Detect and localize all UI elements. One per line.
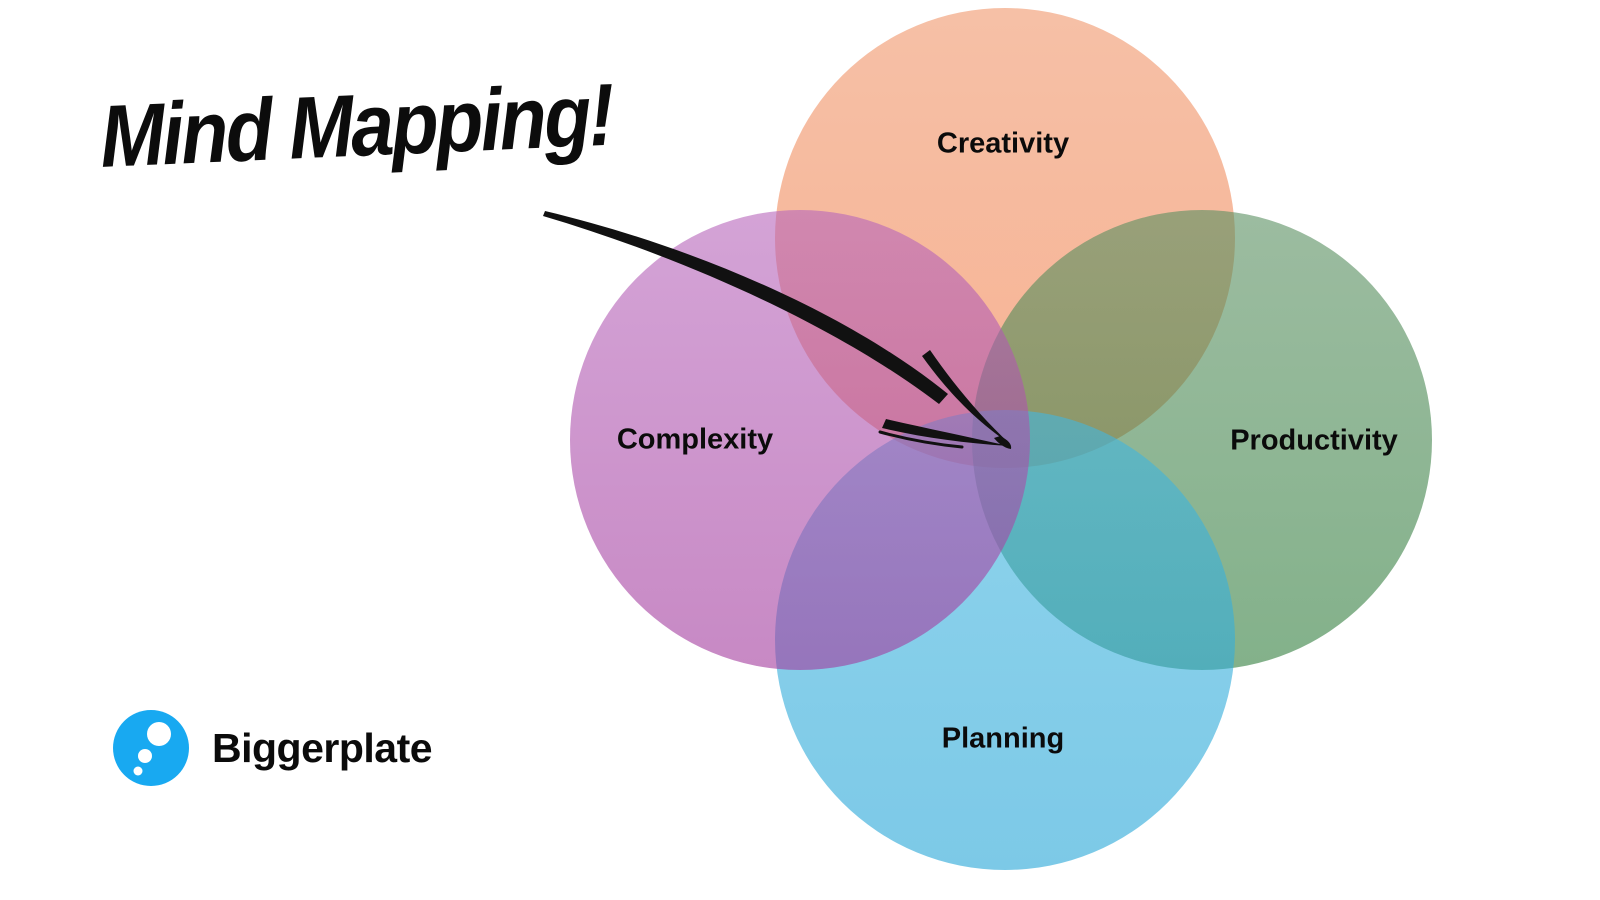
venn-label-productivity: Productivity [1230, 424, 1398, 457]
venn-label-complexity: Complexity [616, 423, 774, 456]
brand-logo: Biggerplate [112, 708, 433, 788]
biggerplate-logo-icon [113, 710, 189, 786]
logo-dot-large [147, 722, 171, 746]
brand-name: Biggerplate [212, 724, 433, 771]
logo-dot-medium [138, 749, 152, 763]
logo-dot-small [133, 766, 143, 776]
venn-label-planning: Planning [941, 722, 1065, 755]
venn-label-creativity: Creativity [936, 127, 1070, 160]
biggerplate-logo-circle [113, 710, 189, 786]
